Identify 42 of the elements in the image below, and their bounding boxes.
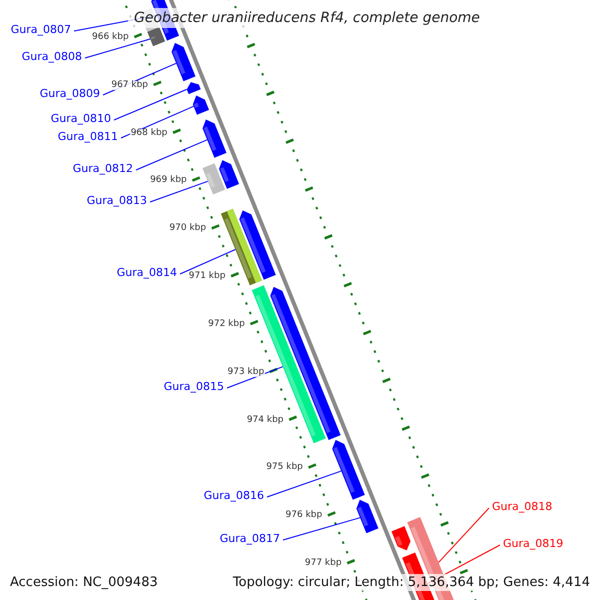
gene-label: Gura_0807 [10, 24, 71, 35]
gene-label: Gura_0812 [72, 163, 133, 174]
tick-label: 973 kbp [226, 368, 266, 377]
tick-label: 971 kbp [188, 272, 226, 282]
gene-label: Gura_0809 [40, 88, 100, 99]
gene-feature [356, 500, 378, 534]
gene-feature [192, 96, 210, 115]
gene-label: Gura_0819 [503, 538, 564, 549]
leader-line [114, 88, 188, 120]
gene-label: Gura_0816 [204, 490, 264, 501]
tick-label: 966 kbp [91, 32, 130, 42]
tick-label: 968 kbp [130, 128, 168, 138]
gene-block [147, 26, 166, 46]
gene-feature [332, 440, 365, 500]
leader-line [226, 366, 284, 388]
leader-line [266, 470, 342, 498]
gene-block [202, 163, 226, 194]
gene-label: Gura_0818 [492, 501, 552, 512]
leader-line [150, 180, 208, 202]
tick-label: 972 kbp [207, 320, 246, 329]
gene-label: Gura_0813 [86, 195, 147, 206]
gene-feature [186, 82, 201, 94]
tick-label: 974 kbp [246, 416, 285, 425]
gene-label: Gura_0810 [50, 113, 111, 124]
gene-label: Gura_0817 [220, 533, 280, 544]
gene-label: Gura_0815 [164, 381, 224, 392]
leader-line [282, 517, 361, 540]
tick-label: 969 kbp [149, 176, 188, 186]
gene-label: Gura_0814 [116, 267, 177, 278]
gene-feature [172, 42, 196, 82]
leader-line [180, 248, 236, 274]
leader-line [84, 38, 151, 58]
tick-label: 967 kbp [110, 80, 150, 90]
tick-label: 976 kbp [284, 511, 324, 520]
tick-label: 975 kbp [265, 463, 304, 472]
tick-label: 977 kbp [304, 559, 343, 568]
gene-label: Gura_0811 [58, 131, 118, 142]
leader-line [438, 508, 490, 563]
gene-label: Gura_0808 [22, 51, 82, 62]
leader-line [136, 139, 208, 170]
tick-label: 970 kbp [168, 224, 208, 234]
gene-feature [202, 119, 226, 158]
